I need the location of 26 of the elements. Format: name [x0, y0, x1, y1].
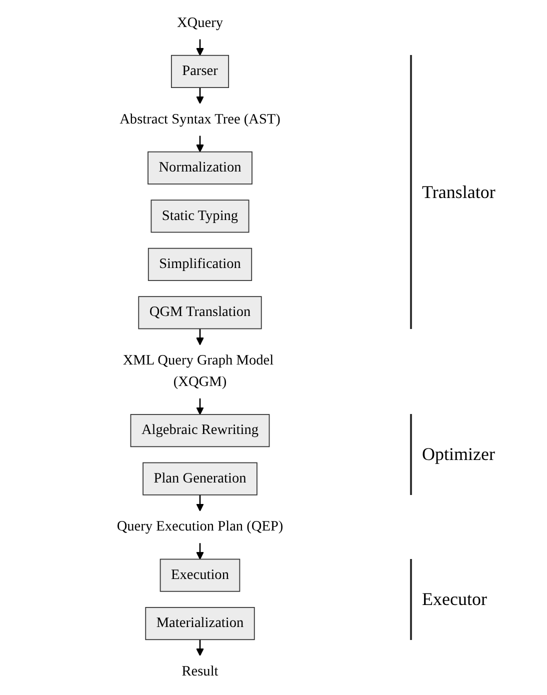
node-text: Abstract Syntax Tree (AST)	[120, 112, 280, 127]
group-label: Executor	[410, 559, 487, 640]
node-box	[130, 414, 270, 448]
node-box	[160, 558, 240, 592]
arrow	[196, 39, 204, 56]
arrow	[196, 136, 204, 152]
node-box	[150, 200, 250, 233]
group-label: Translator	[410, 55, 496, 329]
arrow	[196, 640, 204, 656]
arrow	[196, 543, 204, 560]
node-box	[145, 607, 255, 640]
node-text: Query Execution Plan (QEP)	[116, 519, 284, 534]
node-box	[138, 296, 262, 330]
node-box	[142, 462, 258, 496]
arrow	[196, 398, 204, 415]
arrow	[196, 88, 204, 104]
arrow	[196, 328, 204, 346]
group-label: Optimizer	[410, 414, 495, 495]
node-box	[148, 248, 252, 281]
flowchart: XQuery Parser Abstract Syntax Tree (AST) Normalization Static Typing Simplification QGM Translation XML Query Graph Model (XQGM) Algebraic Rewriting Plan Generation Query Execution Plan (QEP) Execution Materialization Result	[0, 0, 400, 695]
node-box	[170, 54, 230, 88]
node-text: XML Query Graph Model (XQGM)	[122, 352, 274, 390]
arrow	[196, 494, 204, 512]
node-box	[148, 151, 252, 184]
node-text: XQuery	[176, 15, 224, 30]
node-text: Result	[182, 664, 218, 679]
